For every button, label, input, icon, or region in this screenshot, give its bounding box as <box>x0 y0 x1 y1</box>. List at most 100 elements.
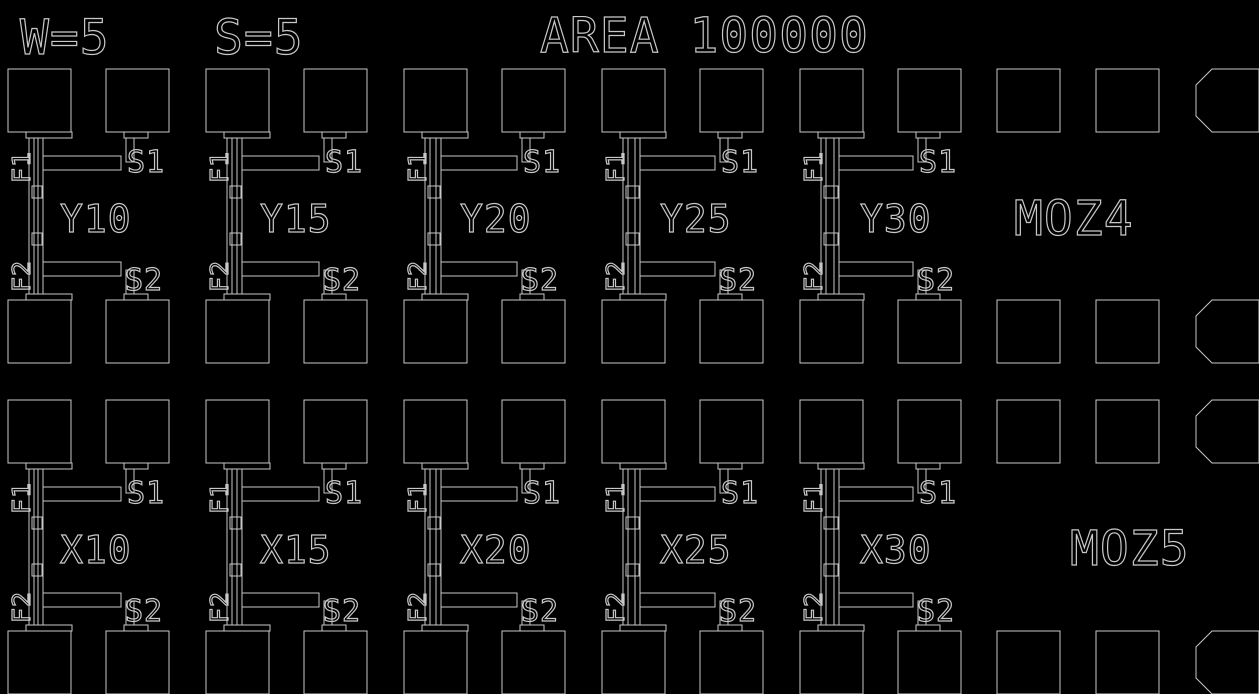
source-trace-2 <box>838 261 914 277</box>
pad-bottom-right <box>501 299 566 364</box>
pad-top-left <box>7 68 72 133</box>
f1-label: F1 <box>7 151 36 183</box>
f1-label: F1 <box>799 482 828 514</box>
source-trace-2 <box>440 261 518 277</box>
f2-label: F2 <box>799 260 828 292</box>
f1-label: F1 <box>601 151 630 183</box>
pad-neck <box>421 293 469 301</box>
gate-channel <box>226 137 243 295</box>
f2-label: F2 <box>403 591 432 623</box>
pad-extra-top-1 <box>996 399 1061 464</box>
pad-bottom-left <box>601 630 666 694</box>
pad-neck <box>421 624 469 632</box>
gate-channel <box>622 468 641 626</box>
pad-neck <box>123 462 149 470</box>
pad-neck <box>223 624 271 632</box>
s2-label: S2 <box>917 263 955 298</box>
pad-top-left <box>799 68 864 133</box>
gate-channel <box>28 468 44 626</box>
pad-bottom-right <box>303 299 368 364</box>
gate-channel <box>622 137 641 295</box>
source-via-2 <box>917 600 927 626</box>
pad-neck <box>421 131 469 139</box>
source-via-2 <box>917 269 927 295</box>
source-trace-2 <box>639 261 716 277</box>
s1-label: S1 <box>127 476 165 511</box>
s2-label: S2 <box>125 594 163 629</box>
pad-bottom-left <box>7 630 72 694</box>
source-trace-1 <box>838 486 914 502</box>
f1-label: F1 <box>403 151 432 183</box>
source-via-2 <box>125 600 135 626</box>
source-trace-1 <box>241 486 320 502</box>
test-key-2 <box>229 563 242 577</box>
pad-neck <box>817 624 865 632</box>
pad-neck <box>223 131 271 139</box>
device-label-x20: X20 <box>460 528 532 572</box>
pad-neck <box>321 624 347 632</box>
pad-bottom-right <box>105 299 170 364</box>
device-label-y30: Y30 <box>860 197 932 241</box>
pad-neck <box>519 462 545 470</box>
s2-label: S2 <box>323 594 361 629</box>
f2-label: F2 <box>601 260 630 292</box>
pad-bottom-left <box>205 630 270 694</box>
test-key-1 <box>823 516 839 530</box>
source-via-2 <box>125 269 135 295</box>
source-trace-1 <box>440 486 518 502</box>
s2-label: S2 <box>917 594 955 629</box>
pad-top-right <box>105 399 170 464</box>
pad-bottom-right <box>897 299 962 364</box>
f1-label: F1 <box>205 482 234 514</box>
test-key-1 <box>229 516 242 530</box>
pad-neck <box>817 462 865 470</box>
f1-label: F1 <box>205 151 234 183</box>
s2-label: S2 <box>323 263 361 298</box>
pad-top-left <box>7 399 72 464</box>
f1-label: F1 <box>601 482 630 514</box>
s1-label: S1 <box>919 145 957 180</box>
test-key-1 <box>427 516 441 530</box>
pad-bottom-right <box>303 630 368 694</box>
pad-top-right <box>501 68 566 133</box>
test-key-1 <box>625 516 640 530</box>
pad-neck <box>123 293 149 301</box>
source-via-1 <box>521 137 531 163</box>
pad-neck <box>717 462 743 470</box>
source-via-2 <box>719 269 729 295</box>
pad-neck <box>519 624 545 632</box>
device-label-y20: Y20 <box>460 197 532 241</box>
pad-neck <box>421 462 469 470</box>
pad-extra-top-2 <box>1095 68 1160 133</box>
source-via-1 <box>719 137 729 163</box>
pad-neck <box>915 462 941 470</box>
pad-neck <box>519 293 545 301</box>
pad-bottom-left <box>403 299 468 364</box>
source-trace-2 <box>42 592 122 608</box>
s1-label: S1 <box>523 476 561 511</box>
source-via-1 <box>917 468 927 494</box>
test-key-1 <box>625 185 640 199</box>
device-label-x10: X10 <box>60 528 132 572</box>
pad-octagon-top <box>1195 68 1259 133</box>
pad-neck <box>619 462 667 470</box>
source-trace-1 <box>838 155 914 171</box>
pad-neck <box>321 131 347 139</box>
pad-neck <box>223 462 271 470</box>
pad-neck <box>25 462 73 470</box>
pad-neck <box>817 293 865 301</box>
pad-neck <box>321 293 347 301</box>
pad-neck <box>25 131 73 139</box>
pad-neck <box>619 131 667 139</box>
pad-neck <box>519 131 545 139</box>
pad-bottom-right <box>105 630 170 694</box>
s2-label: S2 <box>521 263 559 298</box>
source-via-2 <box>719 600 729 626</box>
test-key-2 <box>31 563 43 577</box>
source-via-1 <box>323 137 333 163</box>
pad-extra-bottom-2 <box>1095 299 1160 364</box>
pad-extra-top-1 <box>996 68 1061 133</box>
source-trace-1 <box>42 486 122 502</box>
device-label-x25: X25 <box>660 528 732 572</box>
block-label-moz5: MOZ5 <box>1070 521 1190 577</box>
